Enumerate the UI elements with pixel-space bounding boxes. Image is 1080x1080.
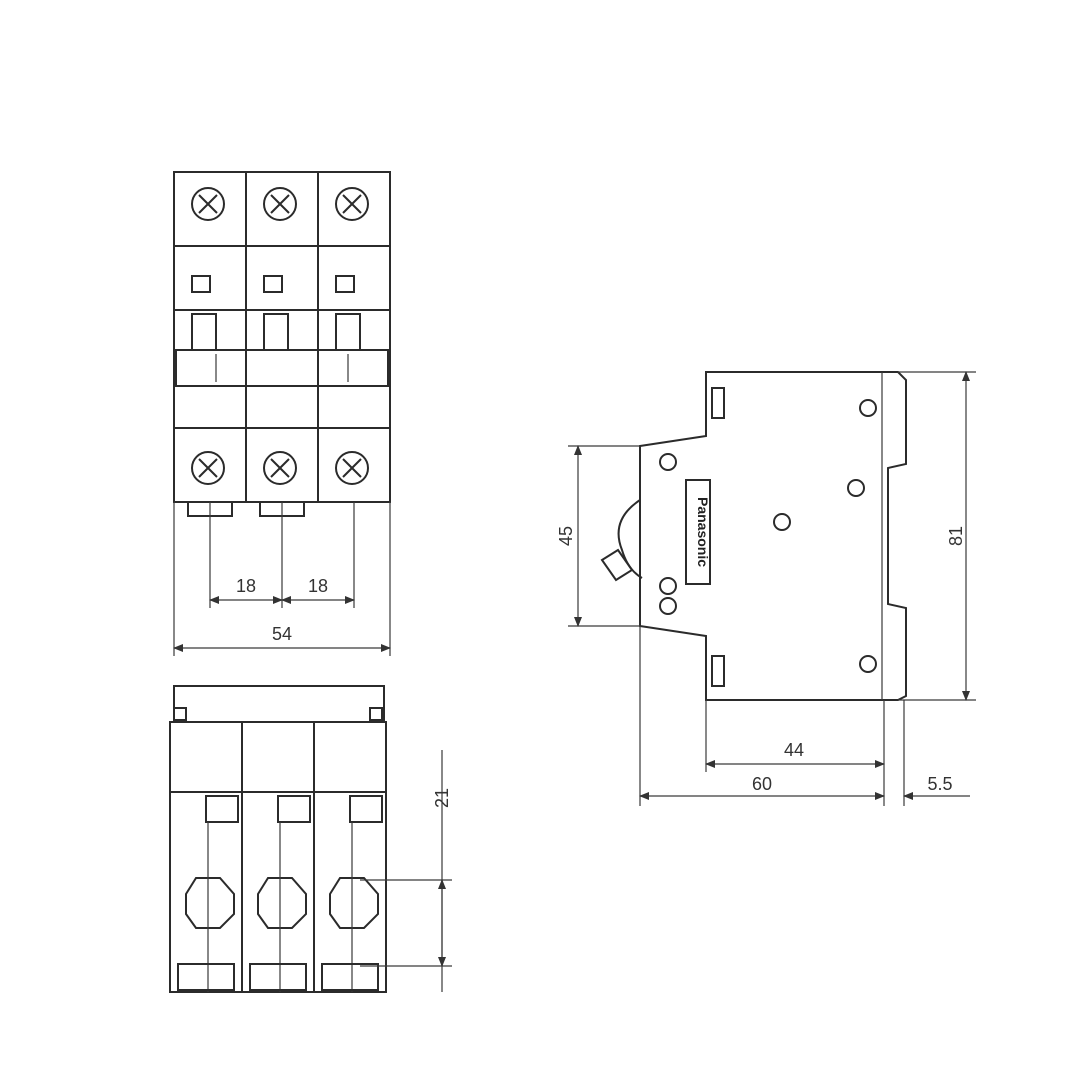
dim-body-depth: 44 [784, 740, 804, 760]
dim-total-width: 54 [272, 624, 292, 644]
bottom-view: 21 [169, 685, 452, 993]
dim-toggle-depth: 21 [432, 788, 452, 808]
dim-rail-offset: 5.5 [927, 774, 952, 794]
side-view: Panasonic 45 81 44 60 5.5 [556, 371, 976, 806]
dim-pitch-left: 18 [236, 576, 256, 596]
dim-din-height: 45 [556, 526, 576, 546]
dim-overall-depth: 60 [752, 774, 772, 794]
dim-pitch-right: 18 [308, 576, 328, 596]
brand-label: Panasonic [695, 497, 711, 567]
front-view: 18 18 54 [173, 171, 391, 656]
top-terminal-screw [191, 187, 369, 221]
bottom-terminal-screw [191, 451, 369, 485]
dim-body-height: 81 [946, 526, 966, 546]
